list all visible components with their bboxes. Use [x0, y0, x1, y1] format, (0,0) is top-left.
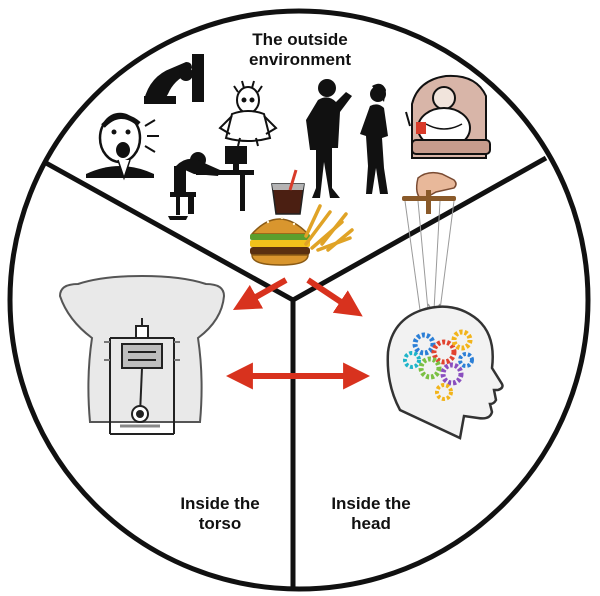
engine-piston-icon [104, 318, 180, 435]
arrow-environment-to-torso [232, 277, 288, 310]
burger-icon [250, 216, 310, 266]
label-head-line-1: Inside the [331, 494, 411, 513]
label-inside-torso: Inside the torso [140, 494, 300, 534]
head-against-wall-icon [144, 54, 204, 104]
divider-right [291, 155, 548, 303]
label-head-line-2: head [351, 514, 391, 533]
label-inside-head: Inside the head [306, 494, 436, 534]
label-torso-line-1: Inside the [180, 494, 260, 513]
tired-office-worker-icon [168, 146, 254, 220]
couch-potato-icon [405, 74, 491, 159]
soda-icon [271, 169, 305, 215]
stressed-man-icon [218, 80, 278, 147]
divider-left [44, 160, 295, 303]
fries-icon [304, 204, 354, 252]
label-environment-line-1: The outside [252, 30, 348, 49]
puppet-hand-icon [402, 171, 457, 316]
arguing-couple-icon [306, 79, 388, 198]
arrow-environment-to-head [306, 277, 363, 317]
gears-icon [403, 329, 474, 401]
label-torso-line-2: torso [198, 514, 242, 533]
label-outside-environment: The outside environment [200, 30, 400, 70]
yelling-man-icon [86, 112, 159, 181]
label-environment-line-2: environment [248, 50, 352, 69]
